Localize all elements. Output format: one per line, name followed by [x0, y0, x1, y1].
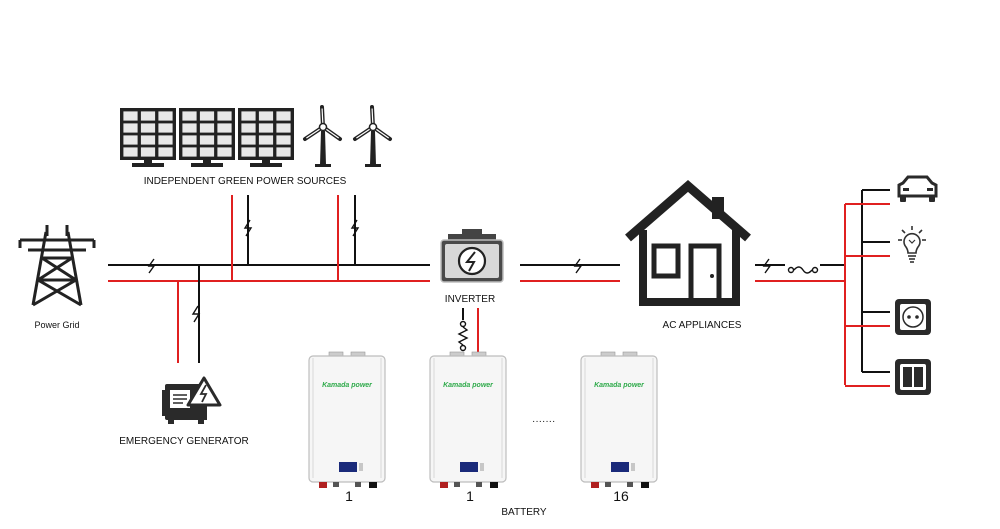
- battery-brand: Kamada power: [322, 382, 373, 389]
- generator-icon: [162, 376, 222, 424]
- bolt-icon: [762, 258, 772, 274]
- ac-appliances-label: AC APPLIANCES: [663, 320, 742, 331]
- light-bulb-icon: [898, 226, 926, 263]
- solar-panel-icon: [238, 108, 294, 167]
- bolt-icon: [350, 219, 360, 237]
- battery-display: [339, 462, 357, 472]
- battery-module: Kamada power 1: [429, 351, 507, 504]
- house-icon: [625, 180, 751, 306]
- green-sources-label: INDEPENDENT GREEN POWER SOURCES: [144, 176, 347, 187]
- battery-brand: Kamada power: [594, 382, 645, 389]
- bolt-icon: [573, 258, 583, 274]
- light-switch-icon: [895, 359, 931, 395]
- solar-panel-icon: [179, 108, 235, 167]
- bolt-icon: [147, 258, 156, 274]
- battery-modules: Kamada power 1 Kamada power 1 Kamada power 16: [308, 351, 658, 504]
- emergency-generator-label: EMERGENCY GENERATOR: [119, 436, 248, 447]
- battery-number: 1: [345, 488, 353, 504]
- bolt-icon: [191, 305, 201, 323]
- battery-number: 1: [466, 488, 474, 504]
- inverter-label: INVERTER: [445, 294, 495, 305]
- wind-turbines: [303, 105, 392, 167]
- car-icon: [897, 175, 938, 202]
- power-grid-tower-icon: [18, 225, 96, 307]
- battery-fuse-icon: [457, 320, 469, 352]
- battery-label: BATTERY: [501, 507, 547, 518]
- solar-panels: [120, 108, 294, 167]
- battery-display: [460, 462, 478, 472]
- power-grid-label: Power Grid: [34, 320, 79, 330]
- battery-display: [611, 462, 629, 472]
- battery-module: Kamada power 16: [580, 351, 658, 504]
- power-socket-icon: [895, 299, 931, 335]
- wind-turbine-icon: [303, 105, 342, 167]
- battery-ellipsis: ·······: [532, 416, 555, 427]
- bolt-icon: [243, 219, 253, 237]
- battery-number: 16: [613, 488, 629, 504]
- inverter-icon: [440, 229, 504, 283]
- fuse-icon: [785, 264, 820, 274]
- battery-brand: Kamada power: [443, 382, 494, 389]
- battery-module: Kamada power 1: [308, 351, 386, 504]
- solar-panel-icon: [120, 108, 176, 167]
- wind-turbine-icon: [353, 105, 392, 167]
